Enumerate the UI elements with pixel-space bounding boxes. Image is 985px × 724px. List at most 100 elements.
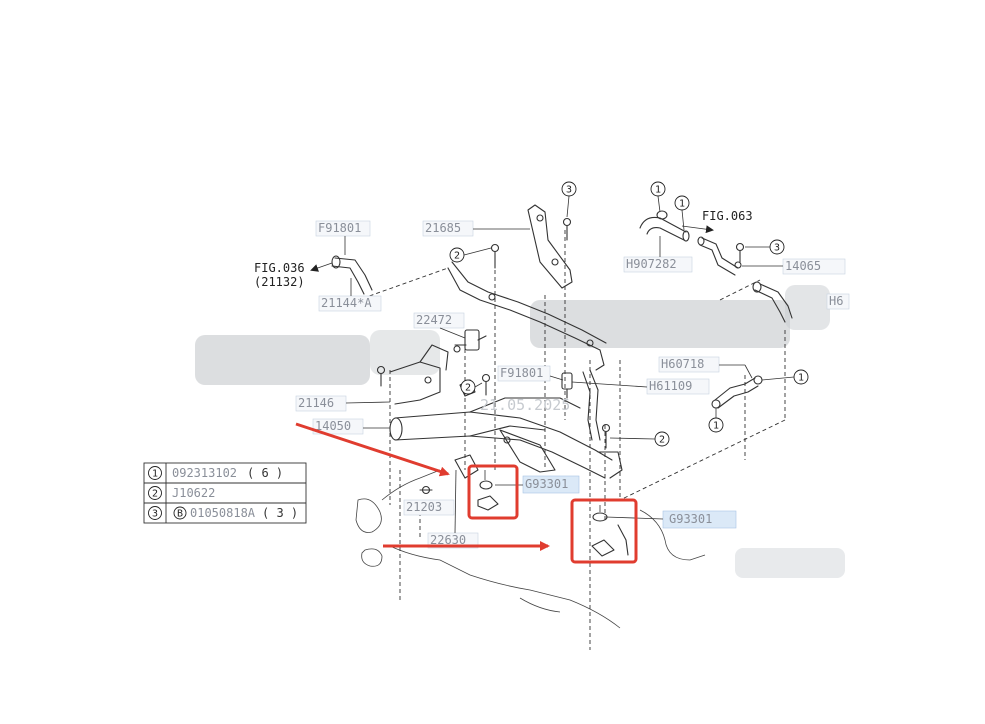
svg-text:F91801: F91801: [500, 366, 543, 380]
callout-2: 2: [449, 247, 465, 263]
callout-1: 1: [793, 369, 809, 385]
bolt-icon: [376, 365, 386, 387]
bolt-icon: [419, 485, 433, 495]
label-g93301-b: G93301: [605, 510, 737, 529]
legend-table: 1 092313102 ( 6 ) 2 J10622 3 B 01050818A…: [143, 462, 307, 524]
bolt-icon: [735, 242, 745, 263]
svg-text:1: 1: [713, 421, 719, 432]
svg-text:1: 1: [798, 373, 804, 384]
legend-row-2: 2 J10622: [148, 486, 215, 500]
svg-text:(21132): (21132): [254, 275, 305, 289]
callout-1: 1: [674, 195, 690, 211]
hose-h907282: [639, 210, 690, 242]
svg-text:FIG.063: FIG.063: [702, 209, 753, 223]
svg-text:1: 1: [655, 185, 661, 196]
svg-text:H907282: H907282: [626, 257, 677, 271]
label-h907282: H907282: [623, 236, 693, 273]
blur-watermark-left-b: [370, 330, 440, 375]
blur-watermark-right-b: [785, 285, 830, 330]
pipe-h60718: [711, 375, 763, 409]
label-21144a: 21144*A: [318, 278, 382, 312]
hose-14065: [697, 236, 742, 276]
svg-text:21144*A: 21144*A: [321, 296, 372, 310]
callout-2: 2: [654, 431, 670, 447]
svg-text:H60718: H60718: [661, 357, 704, 371]
bolt-icon: [481, 373, 491, 396]
bracket-21685: [527, 204, 573, 289]
svg-text:H6: H6: [829, 294, 843, 308]
label-14050: 14050: [312, 418, 390, 435]
blur-watermark-bottom: [735, 548, 845, 578]
svg-text:1: 1: [152, 469, 158, 480]
upper-rail: [447, 261, 607, 371]
label-22630: 22630: [427, 469, 479, 549]
blur-watermark-right: [530, 300, 790, 348]
svg-text:( 6 ): ( 6 ): [247, 466, 283, 480]
blur-watermark-left: [195, 335, 370, 385]
hose-21144a: [331, 255, 373, 295]
label-fig036: FIG.036 (21132): [254, 261, 333, 289]
sensor-22472: [453, 329, 487, 353]
red-arrow-upper: [295, 422, 450, 477]
svg-text:2: 2: [465, 383, 471, 394]
svg-text:3: 3: [152, 509, 158, 520]
svg-text:H61109: H61109: [649, 379, 692, 393]
label-21685: 21685: [422, 220, 530, 237]
svg-text:F91801: F91801: [318, 221, 361, 235]
annotation-arrows: [295, 422, 550, 551]
legend-row-3: 3 B 01050818A ( 3 ): [148, 506, 298, 520]
label-21146: 21146: [295, 395, 391, 412]
coolant-pipe-assembly: [389, 397, 623, 479]
callout-2: 2: [460, 379, 476, 395]
bolt-icon: [490, 243, 500, 269]
label-g93301-a: G93301: [495, 475, 580, 494]
svg-text:14050: 14050: [315, 419, 351, 433]
callout-1: 1: [650, 181, 666, 197]
bolt-icon: [562, 217, 572, 241]
label-14065: 14065: [742, 258, 846, 275]
svg-text:2: 2: [659, 435, 665, 446]
label-f91801-b: F91801: [497, 365, 564, 382]
label-h61109: H61109: [571, 378, 710, 395]
svg-text:14065: 14065: [785, 259, 821, 273]
svg-text:22630: 22630: [430, 533, 466, 547]
svg-text:G93301: G93301: [525, 477, 568, 491]
svg-text:21203: 21203: [406, 500, 442, 514]
svg-text:2: 2: [152, 489, 158, 500]
svg-text:3: 3: [566, 185, 572, 196]
legend-row-1: 1 092313102 ( 6 ): [148, 466, 283, 480]
svg-text:3: 3: [774, 243, 780, 254]
svg-text:01050818A: 01050818A: [190, 506, 256, 520]
bolts: [376, 217, 745, 495]
engine-block-outline: [355, 469, 706, 629]
callout-3: 3: [561, 181, 577, 197]
svg-text:21.05.2025: 21.05.2025: [480, 396, 570, 414]
connector-upper-right: [752, 281, 793, 323]
label-fig063: FIG.063: [681, 209, 753, 234]
highlight-gasket-2: [570, 498, 638, 564]
label-f91801-a: F91801: [315, 220, 371, 255]
callout-circles: 3 1 1 3 2 2 2 1 1: [449, 181, 809, 447]
callout-3: 3: [769, 239, 785, 255]
label-watermark-date: 21.05.2025: [480, 396, 570, 414]
svg-text:J10622: J10622: [172, 486, 215, 500]
label-22472: 22472: [413, 312, 466, 339]
svg-text:B: B: [177, 509, 183, 520]
part-labels: F91801 FIG.036 (21132) 21144*A 21685 224…: [254, 209, 850, 549]
svg-text:092313102: 092313102: [172, 466, 237, 480]
label-h6-partial: H6: [826, 293, 850, 310]
hose-f91801-mid: [561, 369, 601, 441]
svg-text:1: 1: [679, 199, 685, 210]
callout-1: 1: [708, 417, 724, 433]
bolt-icon: [601, 423, 611, 449]
highlight-gasket-1: [467, 464, 519, 520]
svg-text:FIG.036: FIG.036: [254, 261, 305, 275]
svg-text:( 3 ): ( 3 ): [262, 506, 298, 520]
svg-text:G93301: G93301: [669, 512, 712, 526]
label-21203: 21203: [403, 499, 455, 516]
svg-text:21685: 21685: [425, 221, 461, 235]
svg-text:21146: 21146: [298, 396, 334, 410]
label-h60718: H60718: [658, 356, 753, 379]
